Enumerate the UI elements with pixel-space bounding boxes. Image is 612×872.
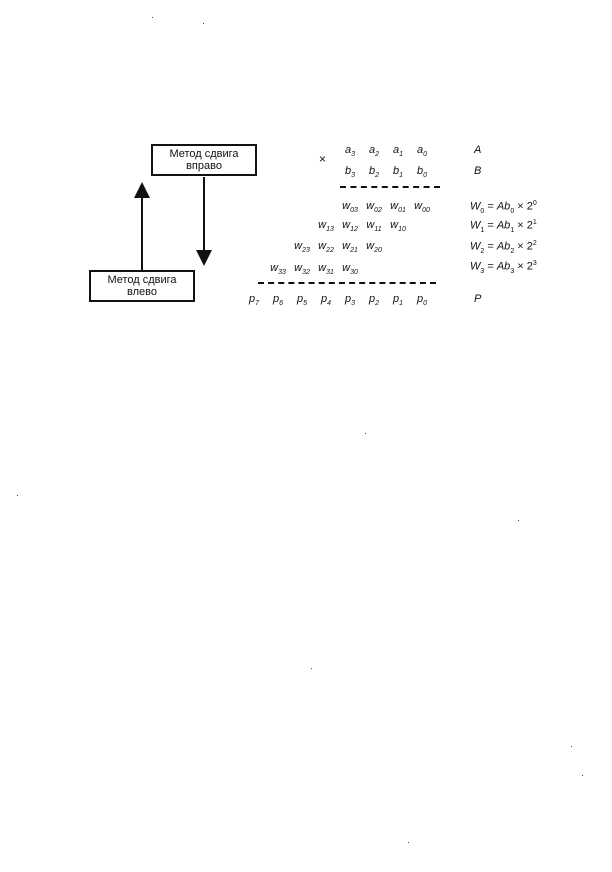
cell-w33: w33	[270, 262, 286, 277]
scan-speck	[203, 23, 204, 24]
cell-p2: p2	[368, 293, 380, 308]
cell-b1: b1	[392, 165, 404, 180]
scan-speck	[582, 775, 583, 776]
cell-p6: p6	[272, 293, 284, 308]
cell-w30: w30	[342, 262, 358, 277]
scan-speck	[571, 746, 572, 747]
cell-w12: w12	[342, 219, 358, 234]
scan-speck	[365, 433, 366, 434]
formula-w3: W3 = Ab3 × 23	[470, 260, 537, 275]
scan-speck	[152, 17, 153, 18]
cell-p7: p7	[248, 293, 260, 308]
cell-a2: a2	[368, 144, 380, 159]
cell-w02: w02	[366, 200, 382, 215]
separator-line-top	[340, 186, 440, 188]
multiply-sign-text: ×	[319, 152, 327, 166]
separator-line-bottom	[258, 282, 436, 284]
scan-speck	[17, 495, 18, 496]
cell-a3: a3	[344, 144, 356, 159]
formula-w0: W0 = Ab0 × 20	[470, 200, 537, 215]
scan-speck	[311, 668, 312, 669]
scan-speck	[518, 520, 519, 521]
cell-b0: b0	[416, 165, 428, 180]
scan-speck	[408, 842, 409, 843]
label-p: P	[474, 293, 482, 305]
cell-a1: a1	[392, 144, 404, 159]
cell-w03: w03	[342, 200, 358, 215]
cell-w31: w31	[318, 262, 334, 277]
cell-a0: a0	[416, 144, 428, 159]
cell-b2: b2	[368, 165, 380, 180]
cell-p0: p0	[416, 293, 428, 308]
cell-w20: w20	[366, 240, 382, 255]
cell-w22: w22	[318, 240, 334, 255]
cell-w10: w10	[390, 219, 406, 234]
cell-p1: p1	[392, 293, 404, 308]
shift-left-label: Метод сдвига влево	[107, 274, 177, 298]
cell-w21: w21	[342, 240, 358, 255]
shift-right-label: Метод сдвига вправо	[169, 148, 239, 172]
cell-p4: p4	[320, 293, 332, 308]
cell-w23: w23	[294, 240, 310, 255]
multiply-sign: ×	[319, 152, 326, 166]
cell-w01: w01	[390, 200, 406, 215]
label-a: A	[474, 144, 482, 156]
formula-w2: W2 = Ab2 × 22	[470, 240, 537, 255]
cell-w13: w13	[318, 219, 334, 234]
cell-w32: w32	[294, 262, 310, 277]
shift-left-box: Метод сдвига влево	[89, 270, 195, 302]
formula-w1: W1 = Ab1 × 21	[470, 219, 537, 234]
cell-w00: w00	[414, 200, 430, 215]
cell-p5: p5	[296, 293, 308, 308]
cell-b3: b3	[344, 165, 356, 180]
cell-w11: w11	[366, 219, 382, 234]
label-b: B	[474, 165, 482, 177]
cell-p3: p3	[344, 293, 356, 308]
shift-right-box: Метод сдвига вправо	[151, 144, 257, 176]
